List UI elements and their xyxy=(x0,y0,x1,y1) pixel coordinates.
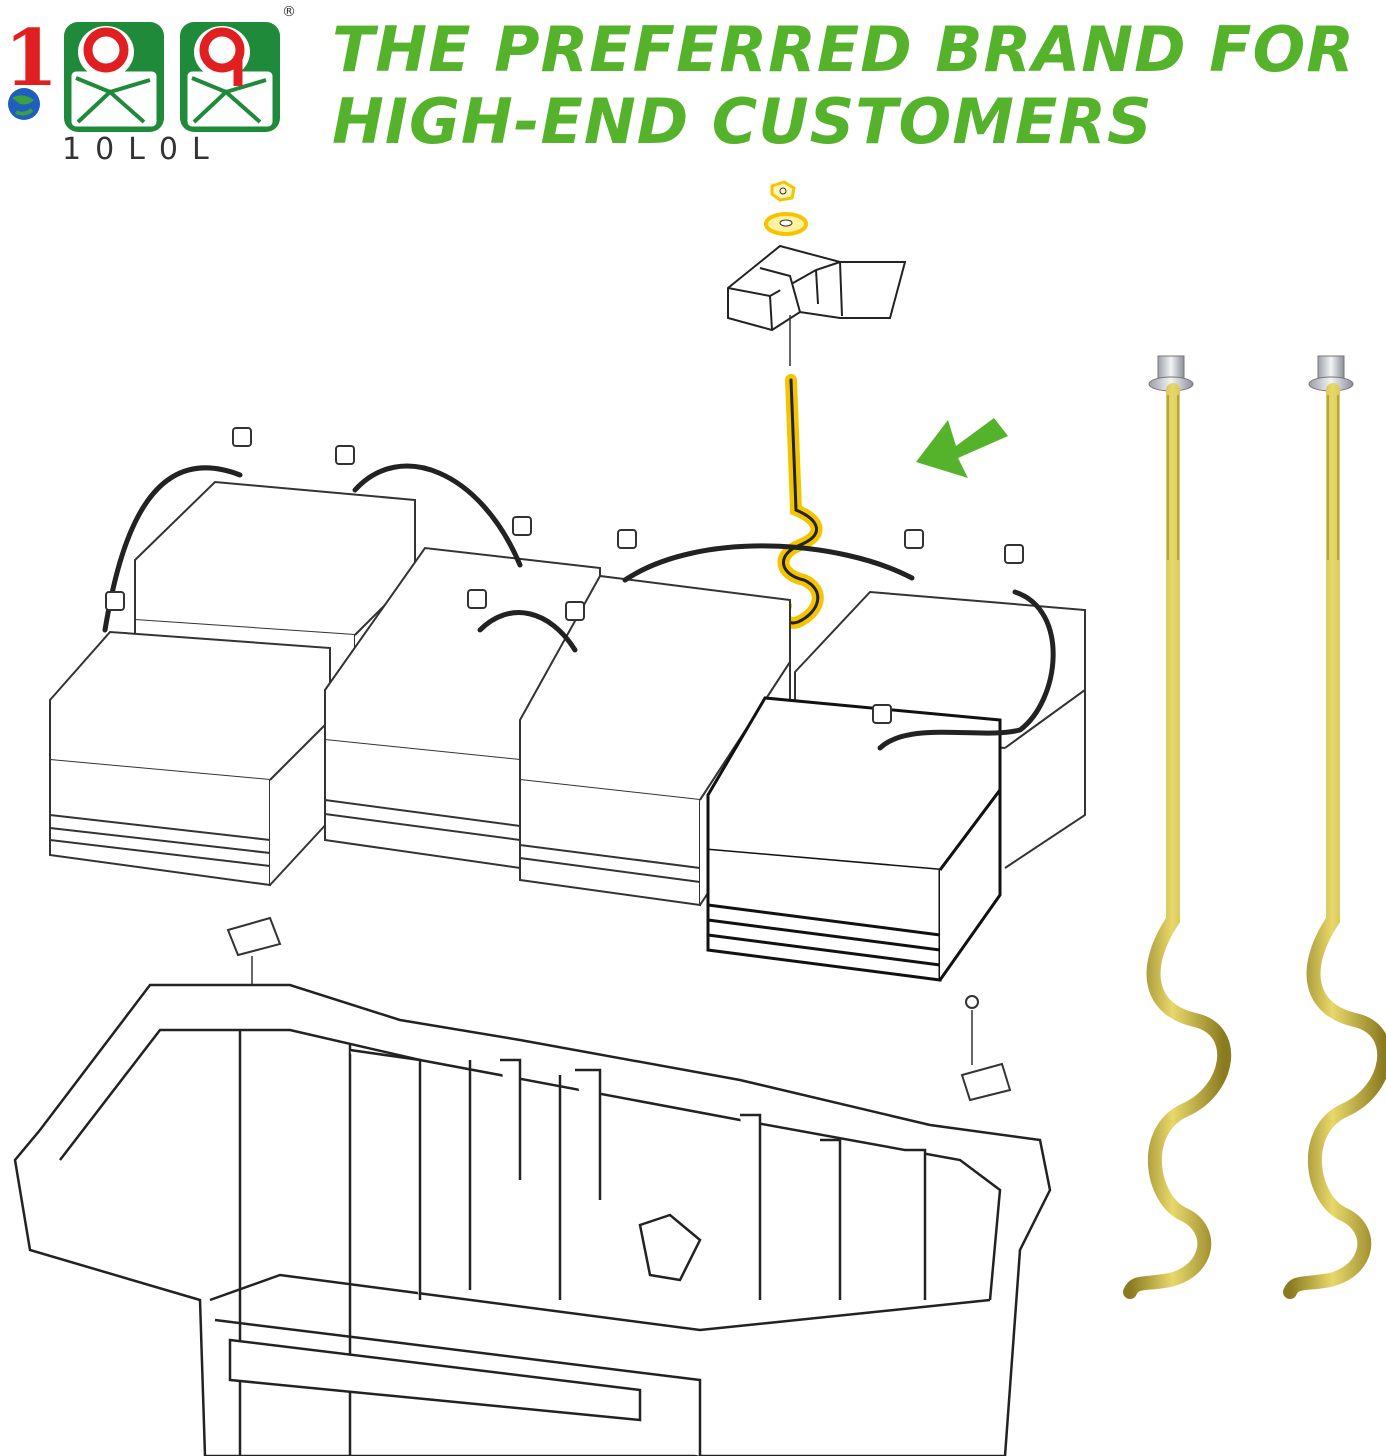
registered-mark: ® xyxy=(282,4,296,20)
headline: THE PREFERRED BRAND FOR HIGH-END CUSTOME… xyxy=(332,14,1382,158)
nut-icon xyxy=(105,591,125,611)
nut-icon xyxy=(617,529,637,549)
brand-logo: 1 ® 10L0L xyxy=(0,0,300,175)
installation-diagram xyxy=(13,180,1386,1456)
svg-text:1: 1 xyxy=(4,13,58,104)
hold-down-rod-icon xyxy=(777,374,824,629)
product-rods xyxy=(1123,355,1386,1299)
washer-icon xyxy=(764,212,808,236)
nut-icon xyxy=(872,704,892,724)
hold-down-rod-icon xyxy=(1123,355,1232,1299)
nut-icon xyxy=(770,180,796,202)
battery-icon xyxy=(706,696,1002,982)
logo-text: 10L0L xyxy=(62,132,223,167)
nut-icon xyxy=(512,516,532,536)
nut-icon xyxy=(335,445,355,465)
terminal-nuts xyxy=(105,427,1024,724)
headline-line-2: HIGH-END CUSTOMERS xyxy=(332,85,1153,158)
nut-icon xyxy=(904,529,924,549)
nut-icon xyxy=(1004,544,1024,564)
nut-icon xyxy=(232,427,252,447)
nut-icon xyxy=(565,601,585,621)
battery-cables xyxy=(102,463,1056,751)
battery-group xyxy=(49,480,1086,982)
logo-mark-icon: 1 xyxy=(4,13,280,132)
hold-down-rod-icon xyxy=(1283,355,1386,1299)
bracket-icon xyxy=(727,244,907,332)
headline-line-1: THE PREFERRED BRAND FOR xyxy=(332,13,1355,86)
nut-icon xyxy=(467,589,487,609)
arrow-icon xyxy=(916,418,1008,478)
battery-box-icon xyxy=(13,983,1052,1456)
battery-icon xyxy=(49,630,331,887)
